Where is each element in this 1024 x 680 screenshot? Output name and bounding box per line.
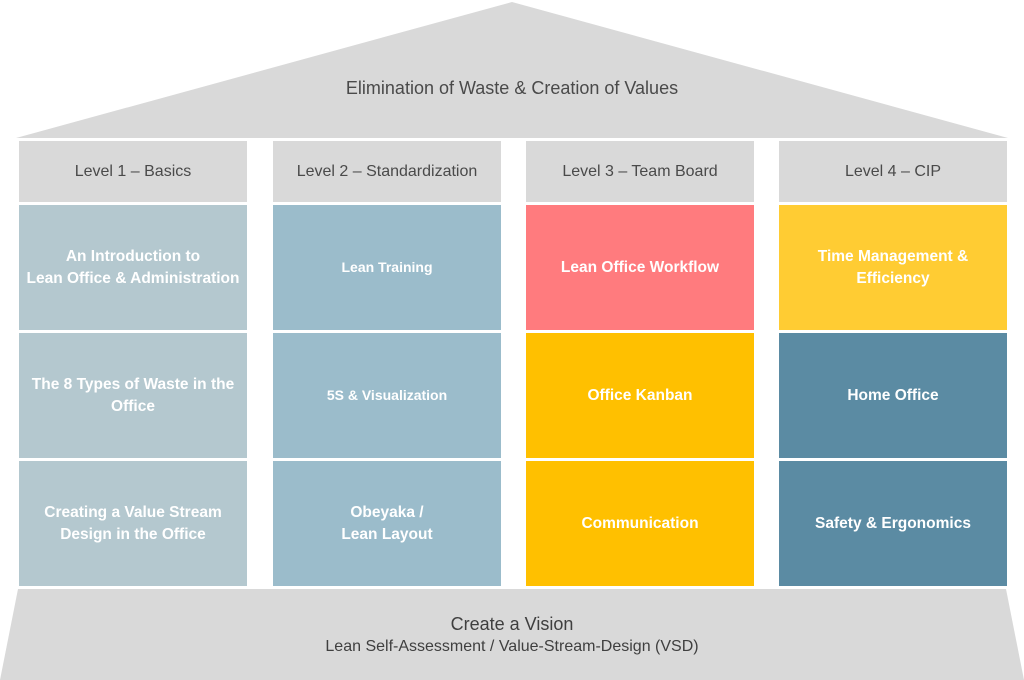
topic-cell: 5S & Visualization [273, 333, 501, 458]
pillar-level-1: Level 1 – Basics An Introduction to Lean… [19, 141, 247, 586]
pillar-header: Level 4 – CIP [779, 141, 1007, 202]
topic-cell: Lean Training [273, 205, 501, 330]
pillar-header: Level 2 – Standardization [273, 141, 501, 202]
pillar-level-4: Level 4 – CIP Time Management & Efficien… [779, 141, 1007, 586]
topic-cell: Obeyaka / Lean Layout [273, 461, 501, 586]
foundation-shape [0, 589, 1024, 680]
topic-cell: Time Management & Efficiency [779, 205, 1007, 330]
foundation-title: Create a Vision [450, 614, 574, 634]
topic-cell: An Introduction to Lean Office & Adminis… [19, 205, 247, 330]
pillar-header: Level 3 – Team Board [526, 141, 754, 202]
foundation-subtitle: Lean Self-Assessment / Value-Stream-Desi… [325, 638, 699, 655]
roof-title: Elimination of Waste & Creation of Value… [345, 78, 679, 98]
topic-cell: Safety & Ergonomics [779, 461, 1007, 586]
roof-shape [16, 2, 1008, 138]
topic-cell: Home Office [779, 333, 1007, 458]
topic-cell: Communication [526, 461, 754, 586]
topic-cell: Creating a Value Stream Design in the Of… [19, 461, 247, 586]
topic-cell: The 8 Types of Waste in the Office [19, 333, 247, 458]
topic-cell: Office Kanban [526, 333, 754, 458]
pillar-header: Level 1 – Basics [19, 141, 247, 202]
pillar-level-2: Level 2 – Standardization Lean Training … [273, 141, 501, 586]
pillar-level-3: Level 3 – Team Board Lean Office Workflo… [526, 141, 754, 586]
topic-cell: Lean Office Workflow [526, 205, 754, 330]
